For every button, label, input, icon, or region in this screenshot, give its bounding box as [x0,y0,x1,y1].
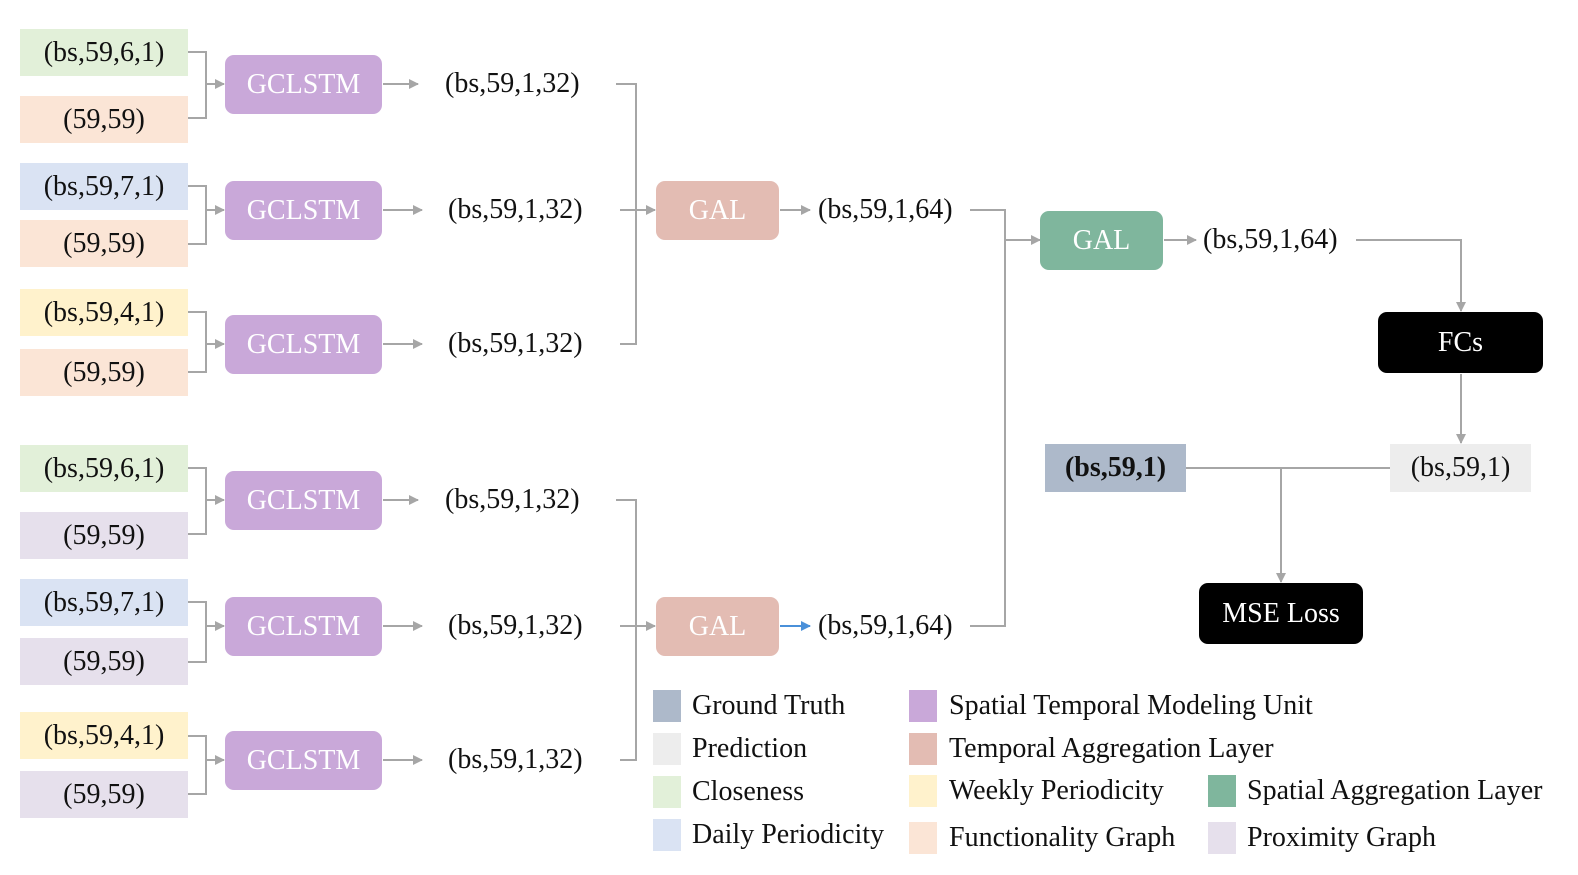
proximity-graph-input: (59,59) [20,771,188,818]
spatial-gal-unit: GAL [1040,211,1163,270]
gclstm-unit: GCLSTM [225,597,382,656]
legend-swatch-functionality-graph [909,822,937,854]
input-bracket-3 [188,311,224,373]
input-bracket-4 [188,467,224,535]
legend-label-tal: Temporal Aggregation Layer [949,733,1274,764]
merge-spatial [970,209,1040,627]
legend-label-sal: Spatial Aggregation Layer [1247,775,1543,806]
daily-input: (bs,59,7,1) [20,579,188,626]
gclstm-output-shape: (bs,59,1,32) [448,328,583,359]
input-bracket-2 [188,185,224,245]
closeness-input: (bs,59,6,1) [20,29,188,76]
legend-label-prediction: Prediction [692,733,808,764]
fcs-block: FCs [1378,312,1543,373]
input-bracket-1 [188,51,224,119]
legend-swatch-closeness [653,776,681,808]
ground-truth-box: (bs,59,1) [1045,444,1186,492]
temporal-gal-output-shape: (bs,59,1,64) [818,610,953,641]
legend-label-closeness: Closeness [692,776,804,807]
proximity-graph-input: (59,59) [20,638,188,685]
legend-swatch-sal [1208,775,1236,807]
spatial-gal-output-shape: (bs,59,1,64) [1203,224,1338,255]
input-bracket-6 [188,735,224,795]
gclstm-unit: GCLSTM [225,471,382,530]
gclstm-output-shape: (bs,59,1,32) [448,194,583,225]
gclstm-unit: GCLSTM [225,55,382,114]
weekly-input: (bs,59,4,1) [20,712,188,759]
weekly-input: (bs,59,4,1) [20,289,188,336]
legend-swatch-proximity-graph [1208,822,1236,854]
gclstm-unit: GCLSTM [225,181,382,240]
proximity-graph-input: (59,59) [20,512,188,559]
merge-upper [616,83,655,345]
legend-label-functionality-graph: Functionality Graph [949,822,1176,853]
input-bracket-5 [188,601,224,663]
gclstm-output-shape: (bs,59,1,32) [445,484,580,515]
legend-label-ground-truth: Ground Truth [692,690,846,721]
temporal-gal-unit: GAL [656,597,779,656]
gclstm-output-shape: (bs,59,1,32) [448,744,583,775]
daily-input: (bs,59,7,1) [20,163,188,210]
legend-label-daily: Daily Periodicity [692,819,885,850]
gclstm-unit: GCLSTM [225,315,382,374]
merge-lower [616,499,655,761]
functionality-graph-input: (59,59) [20,349,188,396]
temporal-gal-output-shape: (bs,59,1,64) [818,194,953,225]
legend-swatch-tal [909,733,937,765]
functionality-graph-input: (59,59) [20,220,188,267]
gclstm-output-shape: (bs,59,1,32) [445,68,580,99]
legend-swatch-prediction [653,733,681,765]
legend-swatch-daily [653,819,681,851]
legend-swatch-ground-truth [653,690,681,722]
legend-swatch-weekly [909,775,937,807]
to-fcs-arrow [1356,239,1466,312]
legend-label-weekly: Weekly Periodicity [949,775,1164,806]
legend-label-stmu: Spatial Temporal Modeling Unit [949,690,1313,721]
closeness-input: (bs,59,6,1) [20,445,188,492]
prediction-output: (bs,59,1) [1390,444,1531,492]
gclstm-output-shape: (bs,59,1,32) [448,610,583,641]
legend-label-proximity-graph: Proximity Graph [1247,822,1436,853]
temporal-gal-unit: GAL [656,181,779,240]
functionality-graph-input: (59,59) [20,96,188,143]
legend-swatch-stmu [909,690,937,722]
mse-loss-block: MSE Loss [1199,583,1363,644]
gclstm-unit: GCLSTM [225,731,382,790]
